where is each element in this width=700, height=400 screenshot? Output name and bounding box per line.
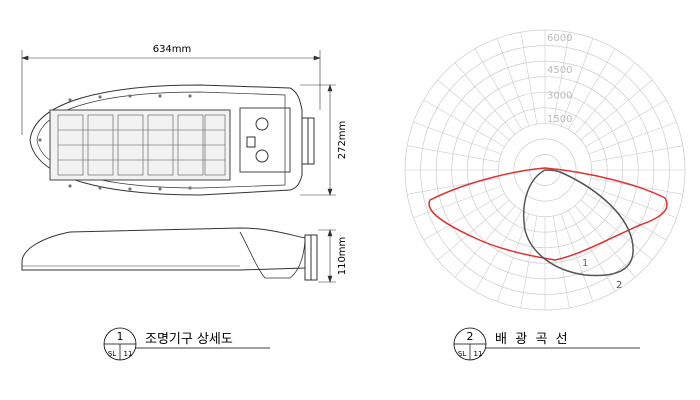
polar-spoke (590, 145, 683, 163)
polar-spoke (585, 99, 667, 147)
polar-spoke (588, 121, 677, 155)
polar-spoke (568, 48, 616, 130)
polar-spoke (585, 193, 667, 241)
length-label: 634mm (153, 44, 192, 55)
curve-label-2: 2 (616, 280, 622, 291)
polar-ring-label: 4500 (547, 65, 572, 76)
light-distribution-title: 배 광 곡 선 (495, 332, 568, 347)
polar-spoke (552, 32, 570, 125)
polar-spoke (574, 62, 636, 135)
length-dimension (21, 50, 321, 135)
polar-spoke (520, 215, 538, 308)
polar-spoke (454, 62, 516, 135)
polar-spoke (423, 193, 505, 241)
polar-spoke (454, 205, 516, 278)
screw-dots (38, 94, 192, 191)
polar-ring-label: 1500 (547, 114, 572, 125)
polar-spoke (474, 210, 522, 292)
polar-ring-label: 6000 (547, 33, 572, 44)
height-dimension (318, 229, 336, 283)
polar-grid (404, 29, 686, 311)
polar-spoke (423, 99, 505, 147)
polar-spoke (413, 121, 502, 155)
polar-spoke (588, 185, 677, 219)
polar-spoke (496, 38, 530, 127)
polar-spoke (580, 79, 653, 141)
width-dimension (300, 84, 336, 196)
polar-spoke (437, 79, 510, 141)
polar-spoke (437, 199, 510, 261)
polar-spoke (407, 145, 500, 163)
polar-spoke (413, 185, 502, 219)
fixture-plan-view (29, 84, 315, 196)
curve-1-red (428, 167, 668, 261)
polar-spoke (560, 38, 594, 127)
polar-spoke (560, 213, 594, 302)
polar-spoke (407, 177, 500, 195)
badge-sheet-number: 11 (474, 350, 483, 358)
polar-spoke (496, 213, 530, 302)
polar-spoke (568, 210, 616, 292)
polar-ring-labels: 1500 3000 4500 6000 (547, 33, 572, 125)
polar-spoke (474, 48, 522, 130)
curve-2-grey (523, 169, 634, 277)
title-badge-fixture: 1 SL 11 조명기구 상세도 (103, 327, 270, 361)
polar-spoke (580, 199, 653, 261)
badge-sheet-number: 11 (124, 350, 133, 358)
badge-number: 1 (117, 330, 124, 343)
led-module-grid (57, 114, 226, 176)
title-badge-distribution: 2 SL 11 배 광 곡 선 (453, 327, 640, 361)
badge-number: 2 (467, 330, 474, 343)
polar-ring (513, 138, 577, 202)
polar-spoke (552, 215, 570, 308)
fixture-side-view (21, 227, 318, 281)
badge-sheet-code: SL (108, 350, 116, 358)
curve-label-1: 1 (582, 258, 588, 269)
fixture-detail-title: 조명기구 상세도 (145, 332, 233, 347)
polar-spoke (520, 32, 538, 125)
badge-sheet-code: SL (458, 350, 466, 358)
height-label: 110mm (337, 237, 348, 276)
width-label: 272mm (337, 121, 348, 160)
polar-ring-label: 3000 (547, 90, 572, 101)
